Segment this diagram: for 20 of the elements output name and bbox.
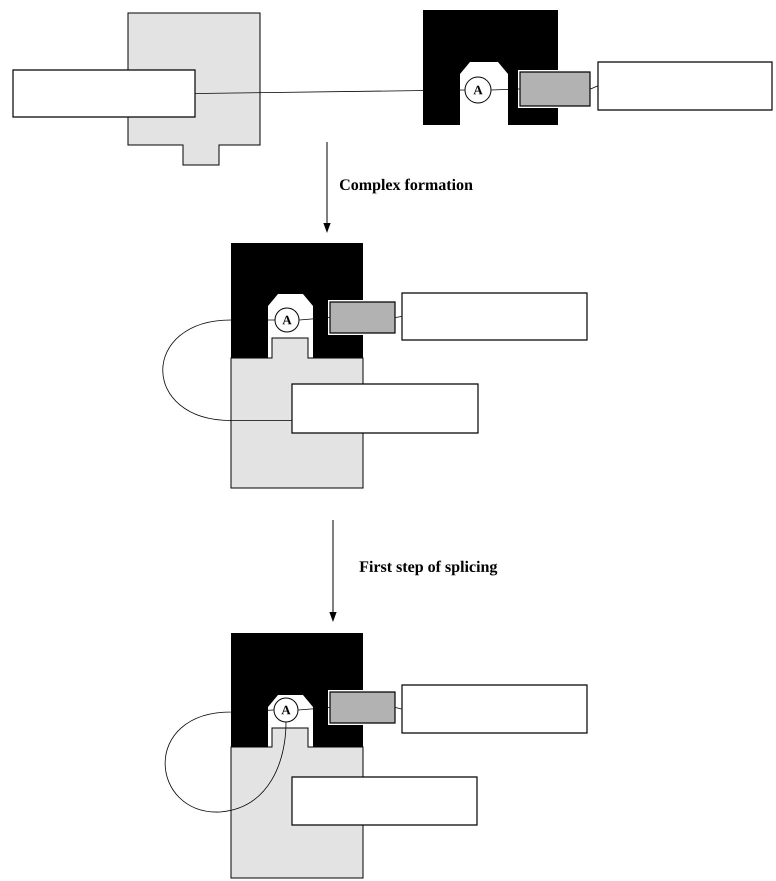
intron-line <box>298 707 330 710</box>
step-label: First step of splicing <box>359 560 498 576</box>
exon-box <box>597 61 773 111</box>
splice-site-box <box>518 70 592 108</box>
splice-site-box <box>328 300 397 335</box>
intron-line <box>590 86 598 90</box>
intron-line <box>299 317 330 320</box>
intron-line <box>162 320 292 421</box>
exon-box <box>12 69 196 118</box>
exon-box <box>401 292 588 341</box>
splice-site-box <box>328 690 397 725</box>
intron-line <box>395 707 402 710</box>
exon-box <box>291 776 478 826</box>
exon-box <box>401 684 588 734</box>
intron-line <box>195 90 465 94</box>
intron-line <box>395 316 402 318</box>
lariat-loop <box>164 710 286 812</box>
step-label: Complex formation <box>340 178 473 194</box>
intron-line <box>491 88 520 90</box>
exon-box <box>291 383 479 434</box>
